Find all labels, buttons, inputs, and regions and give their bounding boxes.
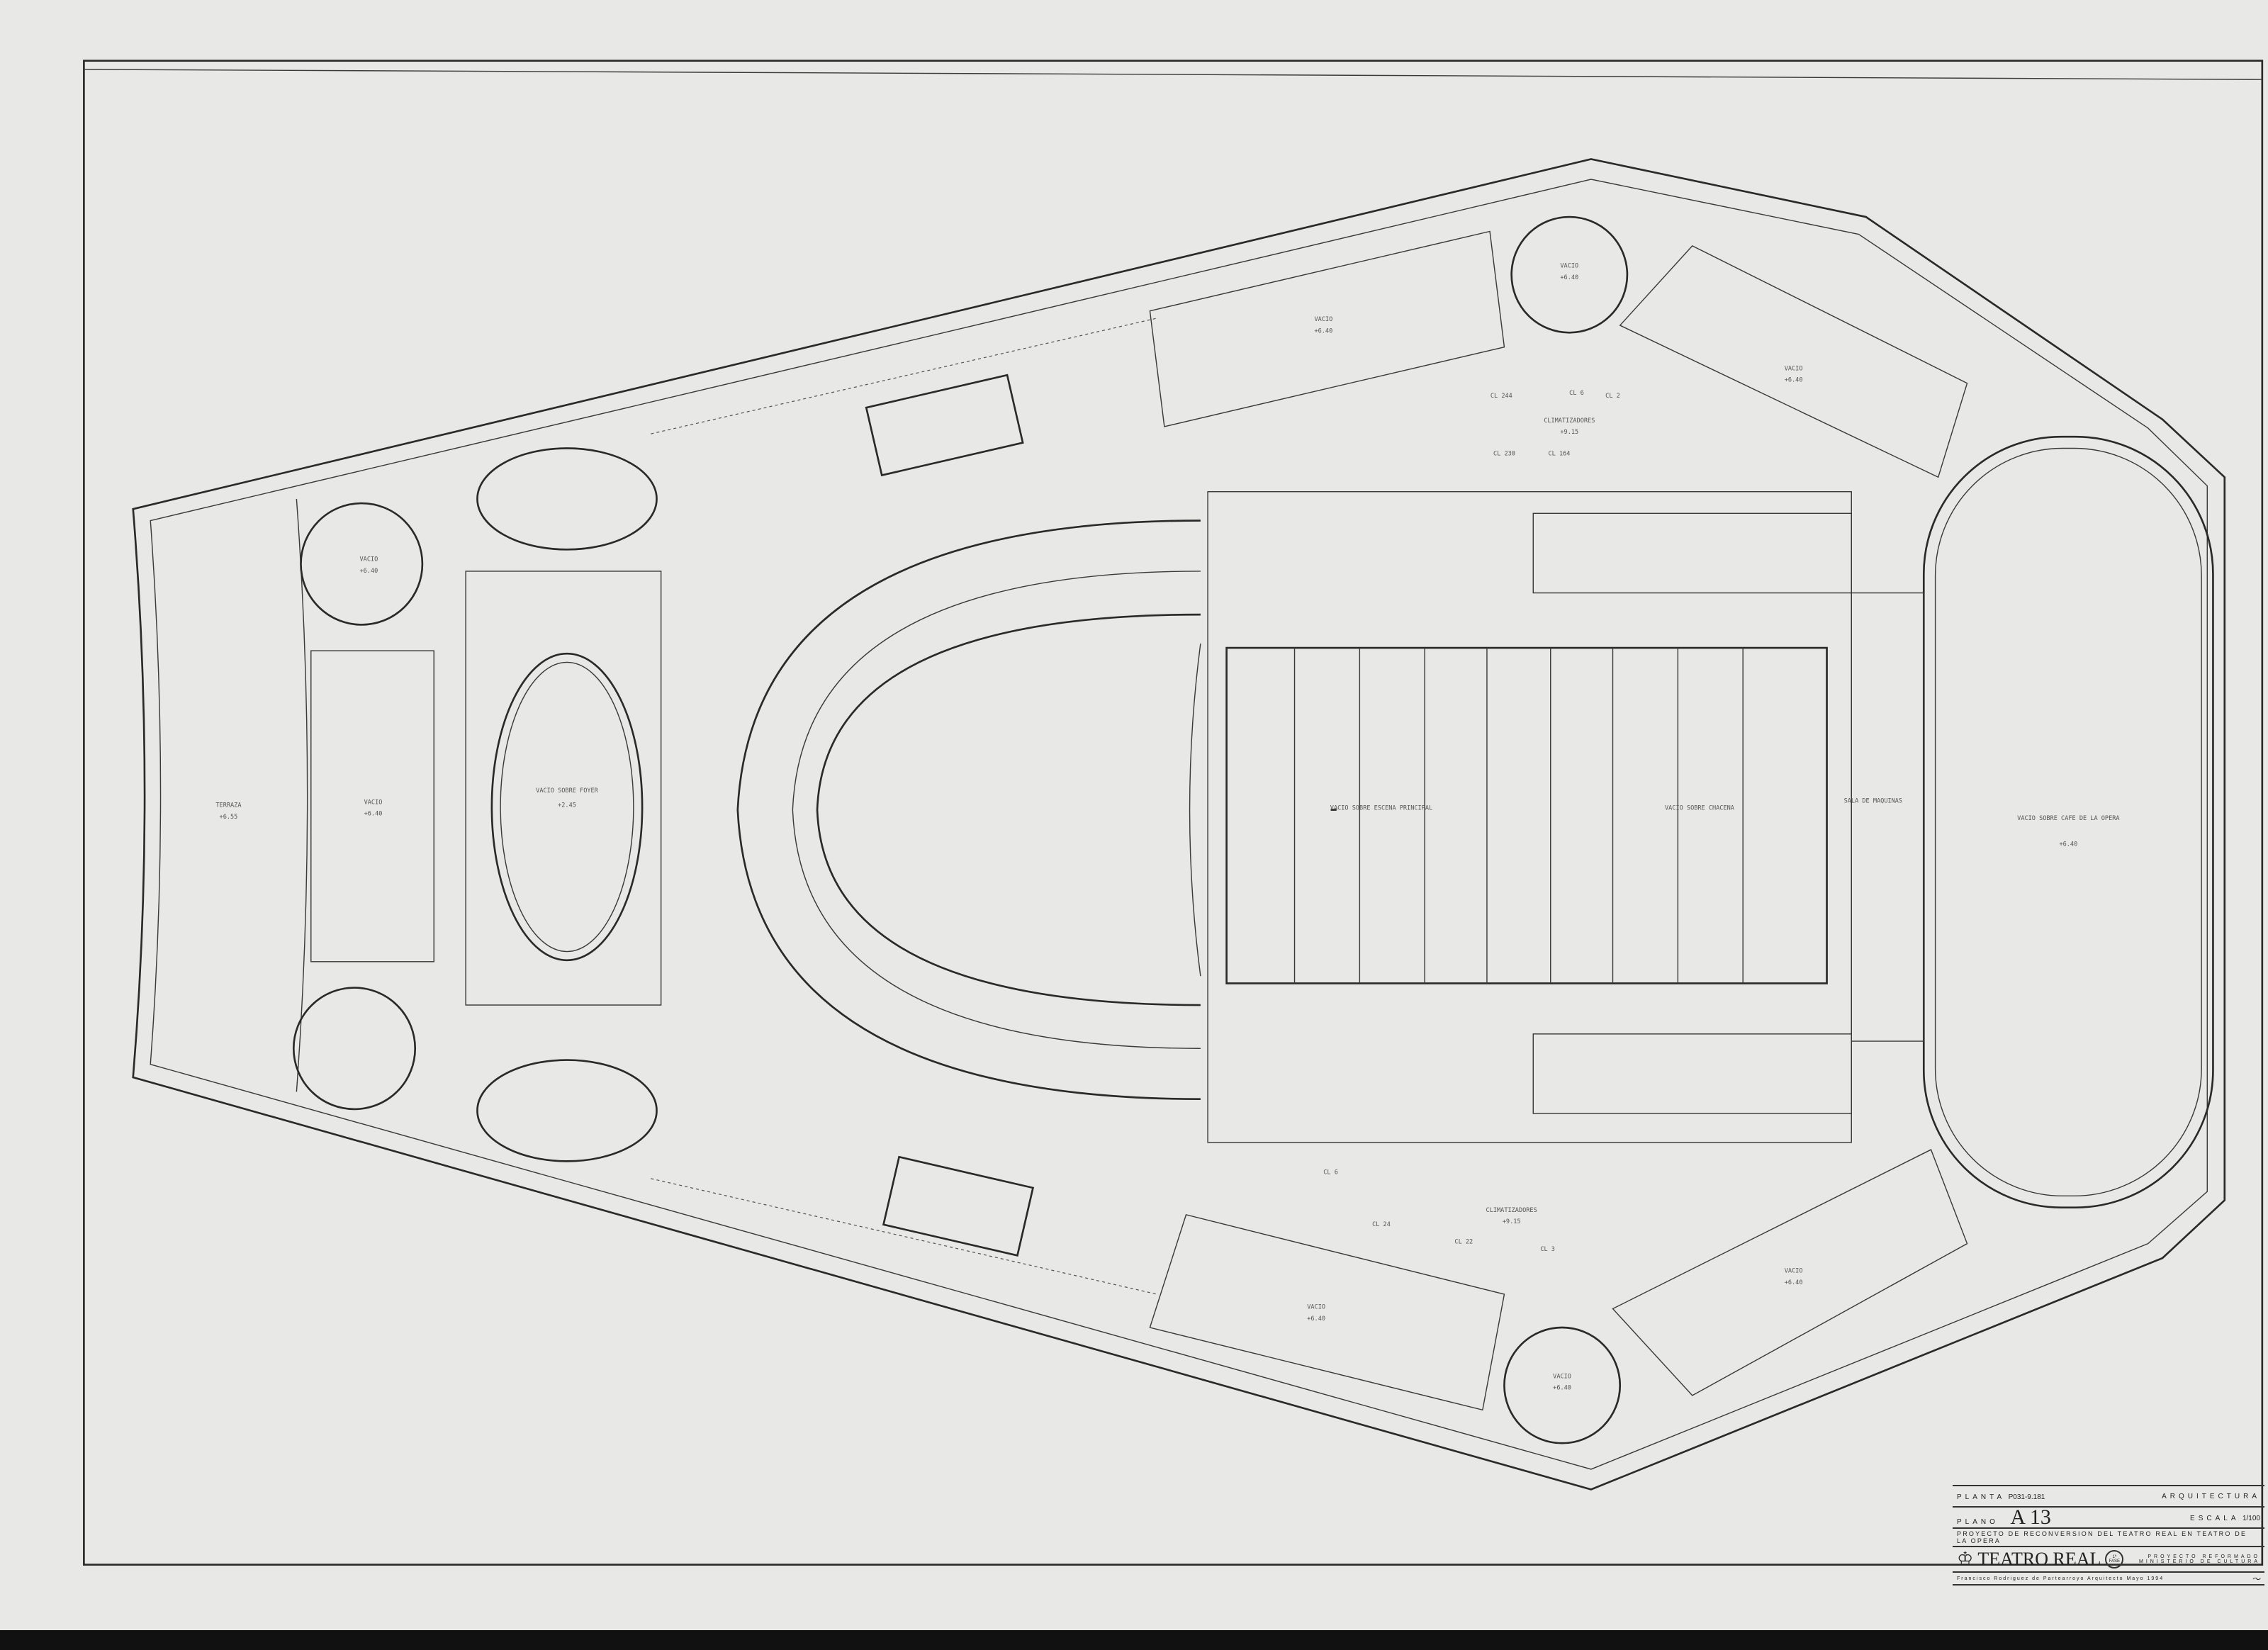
stage (1225, 646, 1828, 984)
escala-value: 1/100 (2242, 1515, 2260, 1522)
room-level: +9.15 (1503, 1218, 1521, 1225)
service-core-north (1532, 512, 1852, 594)
room-label: SALA DE MAQUINAS (1844, 797, 1902, 804)
discipline: ARQUITECTURA (2162, 1492, 2260, 1500)
room-label: VACIO (1785, 1267, 1803, 1274)
title-block: PLANTA P031-9.181 ARQUITECTURA PLANO A 1… (1953, 1485, 2264, 1591)
signature: ～ (2251, 1573, 2260, 1584)
vacio-south-2 (1612, 1149, 1968, 1396)
proscenium (1189, 643, 1201, 977)
architect-line: Francisco Rodriguez de Partearroyo Arqui… (1957, 1576, 2165, 1581)
room-label: VACIO (364, 799, 383, 806)
room-level: +6.40 (1314, 327, 1332, 335)
room-label: VACIO (1307, 1303, 1325, 1311)
room-label: VACIO (1314, 316, 1332, 323)
room-level: +6.40 (364, 811, 383, 818)
foyer-oval (490, 652, 644, 962)
vacio-left (310, 650, 434, 962)
drawing-frame (83, 60, 2264, 1566)
tag-label: CL 3 (1540, 1246, 1555, 1253)
vacio-south-1 (1149, 1214, 1505, 1411)
frame-top-line (84, 69, 2262, 80)
auditorium-outer (736, 520, 1201, 1100)
room-level: +6.40 (2059, 841, 2077, 848)
tag-label: CL 244 (1491, 393, 1512, 400)
teatro-real-logo: TEATRO REAL (1977, 1549, 2101, 1569)
stair-tower-nw (300, 502, 424, 626)
room-label: CLIMATIZADORES (1486, 1207, 1537, 1214)
room-label: VACIO SOBRE FOYER (536, 787, 598, 795)
planta-value: P031-9.181 (2008, 1493, 2045, 1501)
stair-oval-north (476, 447, 658, 551)
auditorium-mid (792, 571, 1201, 1049)
room-label: VACIO SOBRE CAFE DE LA OPERA (2017, 815, 2119, 822)
tag-label: CL 6 (1323, 1169, 1338, 1177)
room-label: TERRAZA (215, 802, 241, 809)
room-label: VACIO (1785, 365, 1803, 372)
project-title: PROYECTO DE RECONVERSION DEL TEATRO REAL… (1957, 1530, 2247, 1544)
room-level: +9.15 (1560, 429, 1578, 436)
room-level: +6.40 (1560, 274, 1578, 281)
cafe-hall-inner (1934, 447, 2202, 1197)
building-inner-outline (150, 179, 2208, 1470)
room-labels: TERRAZA +6.55 VACIO +6.40 VACIO SOBRE FO… (215, 262, 2119, 1391)
room-level: +2.45 (558, 802, 576, 809)
room-level: +6.40 (1785, 377, 1803, 384)
vacio-north-1 (1149, 230, 1505, 427)
room-level: +6.40 (1553, 1385, 1571, 1392)
room-level: +6.55 (220, 814, 238, 821)
terrace-wall (296, 498, 308, 1092)
tag-label: CL 24 (1372, 1221, 1391, 1228)
crown-logo-icon: ♔ (1957, 1549, 1974, 1569)
stage-tower (1207, 490, 1852, 1143)
escalator-south (882, 1155, 1035, 1257)
room-level: +6.40 (1307, 1315, 1325, 1323)
planta-label: PLANTA (1957, 1493, 2006, 1501)
ministerio: MINISTERIO DE CULTURA (2139, 1559, 2260, 1564)
cafe-hall (1922, 435, 2214, 1208)
room-label: VACIO SOBRE ESCENA PRINCIPAL (1330, 805, 1432, 812)
stair-tower-ne (1510, 215, 1629, 334)
corridor-north (651, 318, 1157, 434)
stair-tower-sw (292, 987, 417, 1111)
room-label: VACIO (360, 556, 378, 563)
service-core-south (1532, 1033, 1852, 1114)
corridor-south (651, 1178, 1157, 1295)
proyecto-reformado: PROYECTO REFORMADO (2148, 1554, 2260, 1559)
foyer-oval-inner (500, 661, 634, 953)
tag-label: CL 2 (1605, 393, 1620, 400)
room-label: VACIO SOBRE CHACENA (1665, 805, 1734, 812)
side-rooms-east (1851, 592, 1924, 1042)
escala-label: ESCALA (2190, 1515, 2240, 1522)
stage-lines (1293, 648, 1744, 984)
plano-label: PLANO (1957, 1518, 1999, 1526)
phase-badge: 1ª FASE (2105, 1550, 2124, 1568)
stair-tower-se (1503, 1326, 1622, 1444)
plano-value: A 13 (2010, 1505, 2051, 1529)
scan-border-bottom (0, 1630, 2268, 1650)
room-level: +6.40 (1785, 1279, 1803, 1286)
auditorium-inner (816, 613, 1201, 1006)
tag-label: CL 6 (1569, 390, 1584, 397)
room-label: CLIMATIZADORES (1544, 417, 1595, 425)
room-label: VACIO (1553, 1373, 1571, 1380)
escalator-north (865, 374, 1024, 477)
stair-oval-south (476, 1059, 658, 1162)
vacio-north-2 (1619, 245, 1968, 478)
tag-label: CL 164 (1549, 451, 1571, 458)
tag-label: CL 22 (1454, 1239, 1473, 1246)
foyer (465, 571, 662, 1006)
tag-label: CL 230 (1493, 451, 1515, 458)
room-level: +6.40 (360, 568, 378, 575)
building-outline (132, 158, 2226, 1491)
room-label: VACIO (1560, 262, 1578, 269)
